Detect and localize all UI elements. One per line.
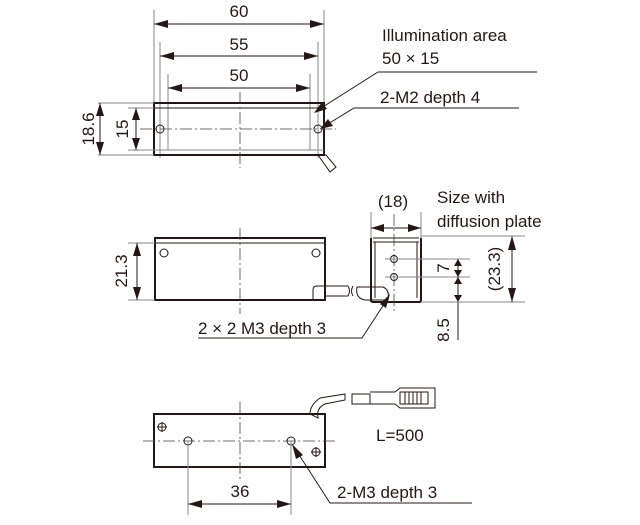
dim-21-3: 21.3 bbox=[112, 254, 131, 287]
note-size-with: Size with bbox=[437, 188, 505, 207]
dim-55: 55 bbox=[230, 35, 249, 54]
dim-60: 60 bbox=[230, 2, 249, 21]
front-view: 21.3 2 × 2 M3 depth 3 bbox=[112, 228, 390, 339]
dim-23-3: (23.3) bbox=[485, 247, 504, 291]
note-m2-holes: 2-M2 depth 4 bbox=[380, 88, 480, 107]
dim-7: 7 bbox=[434, 263, 453, 272]
dim-18-6: 18.6 bbox=[79, 112, 98, 145]
dim-15: 15 bbox=[113, 120, 132, 139]
dim-36: 36 bbox=[231, 482, 250, 501]
dim-18: (18) bbox=[378, 192, 408, 211]
note-illumination-size: 50 × 15 bbox=[382, 49, 439, 68]
note-diffusion-plate: diffusion plate bbox=[437, 212, 542, 231]
top-view: 60 55 50 18.6 15 bbox=[79, 2, 537, 173]
dim-8-5: 8.5 bbox=[434, 318, 453, 342]
bottom-view: L=500 36 2-M3 depth 3 bbox=[143, 387, 472, 515]
note-m3-holes-bottom: 2-M3 depth 3 bbox=[337, 483, 437, 502]
note-illumination-area: Illumination area bbox=[382, 26, 507, 45]
dim-50: 50 bbox=[230, 66, 249, 85]
note-m3-holes-side: 2 × 2 M3 depth 3 bbox=[198, 319, 326, 338]
cable-length: L=500 bbox=[376, 426, 424, 445]
side-view: (18) Size with diffusion plate 7 8.5 (23 bbox=[356, 188, 542, 342]
